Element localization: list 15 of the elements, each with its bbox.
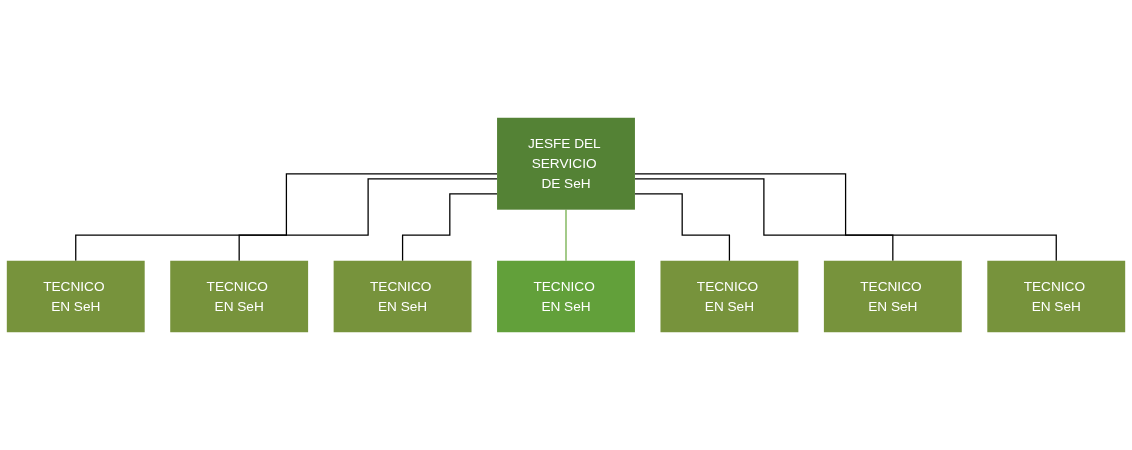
node-box: TECNICO EN SeH — [6, 260, 145, 333]
connector — [565, 209, 567, 262]
node-box: TECNICO EN SeH — [823, 260, 962, 333]
node-box: TECNICO EN SeH — [660, 260, 799, 333]
connector — [634, 193, 731, 262]
node-box: TECNICO EN SeH — [987, 260, 1126, 333]
connector — [634, 173, 1057, 262]
node-box: JESFE DEL SERVICIO DE SeH — [497, 117, 635, 210]
node-box: TECNICO EN SeH — [497, 260, 635, 333]
connector — [401, 193, 498, 262]
connector — [238, 178, 498, 262]
node-box: TECNICO EN SeH — [333, 260, 472, 333]
node-box: TECNICO EN SeH — [170, 260, 309, 333]
connector — [75, 173, 498, 262]
connector — [634, 178, 894, 262]
